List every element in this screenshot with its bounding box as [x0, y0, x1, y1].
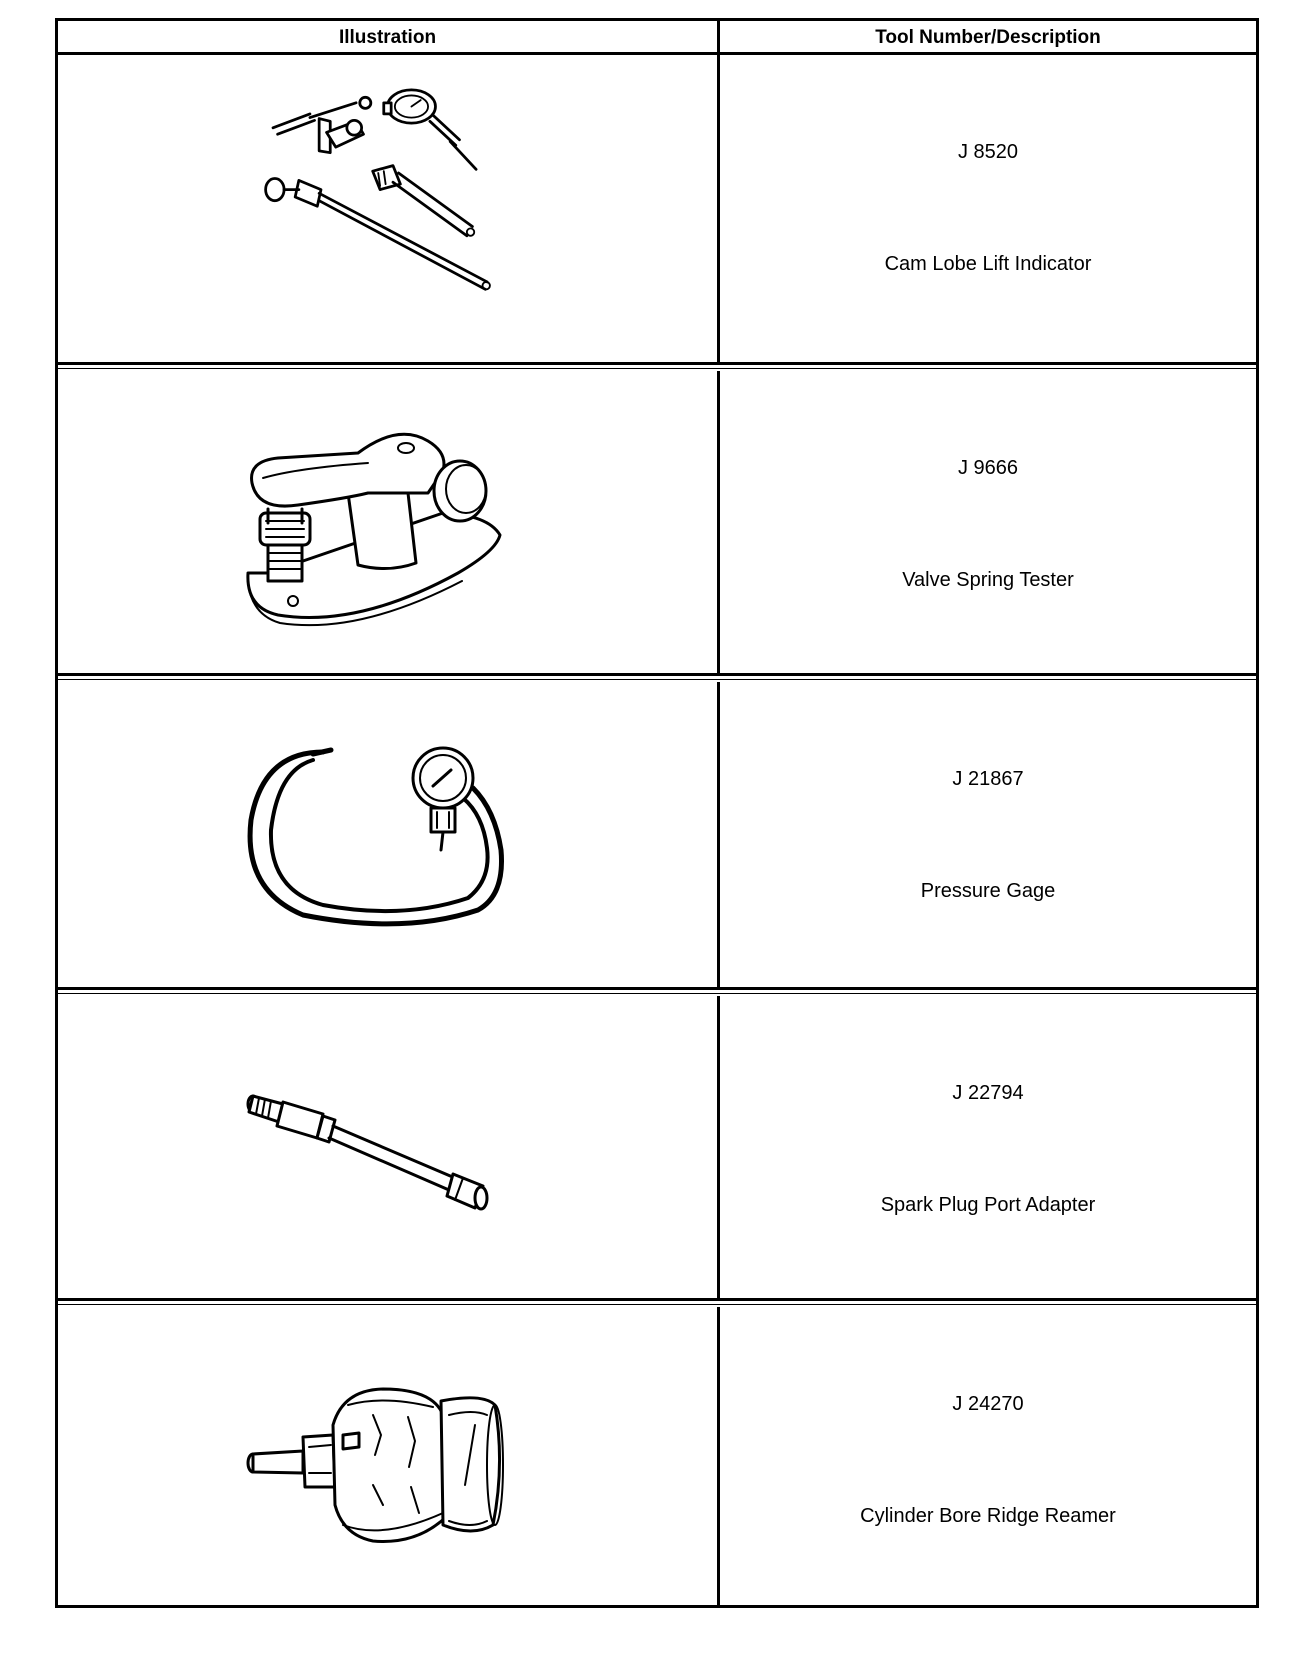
illustration-cell — [58, 996, 720, 1298]
pressure-gage-icon — [247, 746, 505, 927]
tool-number: J 21867 — [952, 768, 1024, 790]
tool-number: J 9666 — [957, 457, 1019, 479]
tool-number: J 24270 — [952, 1393, 1024, 1415]
tool-description: Cylinder Bore Ridge Reamer — [860, 1505, 1116, 1527]
tool-number: J 22794 — [952, 1082, 1024, 1104]
tool-cell: J 22794 Spark Plug Port Adapter — [720, 996, 1256, 1298]
tool-description: Cam Lobe Lift Indicator — [884, 253, 1092, 275]
tool-cell: J 9666 Valve Spring Tester — [720, 371, 1256, 673]
table-row: J 24270 Cylinder Bore Ridge Reamer — [58, 1307, 1256, 1605]
cam-lobe-lift-indicator-icon — [264, 88, 491, 291]
table-header-row: Illustration Tool Number/Description — [58, 21, 1256, 55]
valve-spring-tester-icon — [246, 432, 502, 627]
row-divider — [58, 368, 1256, 369]
tool-table: Illustration Tool Number/Description — [55, 18, 1259, 1608]
table-row: J 8520 Cam Lobe Lift Indicator — [58, 55, 1256, 365]
row-divider — [58, 679, 1256, 680]
illustration-cell — [58, 371, 720, 673]
row-divider — [58, 1304, 1256, 1305]
header-illustration: Illustration — [338, 27, 437, 48]
tool-description: Pressure Gage — [920, 880, 1056, 902]
row-divider — [58, 993, 1256, 994]
table-row: J 21867 Pressure Gage — [58, 682, 1256, 990]
tool-cell: J 21867 Pressure Gage — [720, 682, 1256, 987]
header-cell-tool: Tool Number/Description — [720, 21, 1256, 52]
tool-number: J 8520 — [957, 141, 1019, 163]
illustration-cell — [58, 682, 720, 987]
tool-cell: J 8520 Cam Lobe Lift Indicator — [720, 55, 1256, 362]
cylinder-bore-ridge-reamer-icon — [246, 1387, 504, 1543]
header-tool-number-description: Tool Number/Description — [875, 27, 1101, 48]
illustration-cell — [58, 55, 720, 362]
tool-cell: J 24270 Cylinder Bore Ridge Reamer — [720, 1307, 1256, 1605]
tool-description: Valve Spring Tester — [902, 569, 1074, 591]
illustration-cell — [58, 1307, 720, 1605]
table-row: J 9666 Valve Spring Tester — [58, 371, 1256, 676]
header-cell-illustration: Illustration — [58, 21, 720, 52]
spark-plug-port-adapter-icon — [246, 1094, 489, 1211]
table-row: J 22794 Spark Plug Port Adapter — [58, 996, 1256, 1301]
tool-description: Spark Plug Port Adapter — [880, 1194, 1096, 1216]
